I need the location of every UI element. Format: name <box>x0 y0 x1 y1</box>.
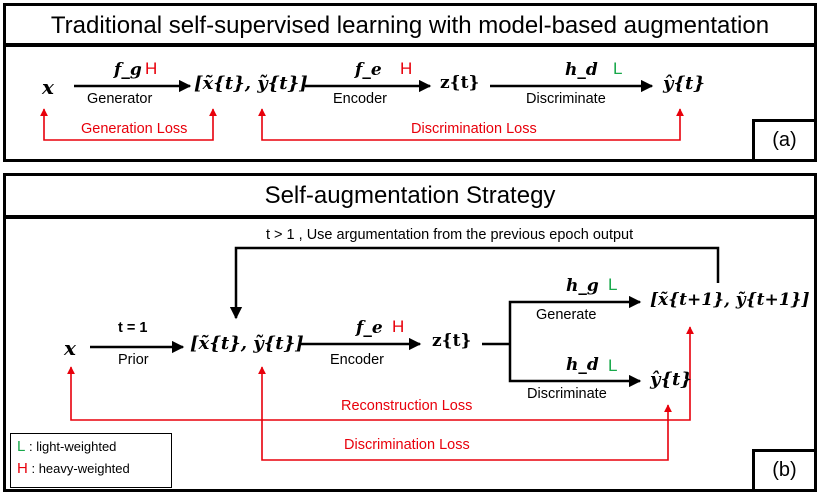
panel-b-tag: (b) <box>752 449 814 489</box>
panel-b-title: Self-augmentation Strategy <box>264 182 556 209</box>
panel-a-title-box: Traditional self-supervised learning wit… <box>3 3 817 46</box>
discrimination-loss-line-a <box>258 108 684 141</box>
discriminate-fn-b: h_d <box>566 355 599 375</box>
panel-a-body: (a) <box>3 44 817 162</box>
prior-label: Prior <box>118 352 149 368</box>
legend-light-key: L <box>17 438 26 455</box>
feedback-loop-line <box>229 246 720 320</box>
legend-heavy-text: : heavy-weighted <box>31 461 130 476</box>
legend-light-row: L : light-weighted <box>17 438 171 455</box>
legend-heavy-row: H : heavy-weighted <box>17 460 171 477</box>
feedback-label: t > 1 , Use argumentation from the previ… <box>266 227 634 243</box>
reconstruction-loss-label: Reconstruction Loss <box>341 398 473 414</box>
generator-weight: H <box>145 59 158 78</box>
generate-fn: h_g <box>566 276 599 296</box>
discriminate-weight-b: L <box>608 356 618 375</box>
discriminate-label-a: Discriminate <box>526 91 606 107</box>
generate-weight: L <box>608 275 618 294</box>
discrimination-loss-label-b: Discrimination Loss <box>344 437 470 453</box>
generator-label: Generator <box>87 91 153 107</box>
discriminate-label-b: Discriminate <box>527 386 607 402</box>
embedding-z-b: z{t} <box>432 331 472 351</box>
next-augmented-pair: [x̃{t+1}, ỹ{t+1}] <box>650 290 810 310</box>
augmented-pair-a: [x̃{t}, ỹ{t}] <box>194 73 308 94</box>
legend-light-text: : light-weighted <box>28 439 117 454</box>
panel-a-title: Traditional self-supervised learning wit… <box>50 12 770 39</box>
encoder-label-a: Encoder <box>333 91 388 107</box>
encoder-label-b: Encoder <box>330 352 385 368</box>
panel-b-title-box: Self-augmentation Strategy <box>3 173 817 218</box>
encoder-weight-a: H <box>400 59 413 78</box>
generator-fn: f_g <box>114 60 142 80</box>
input-x-a: x <box>42 75 54 99</box>
encoder-fn-a: f_e <box>355 60 382 80</box>
output-y-b: ŷ{t} <box>650 369 692 390</box>
prior-fn: t = 1 <box>118 320 148 336</box>
embedding-z-a: z{t} <box>440 73 480 93</box>
generation-loss-line <box>40 108 217 141</box>
legend-heavy-key: H <box>17 460 28 477</box>
generate-label: Generate <box>536 307 597 323</box>
discrimination-loss-line-b <box>258 366 672 461</box>
reconstruction-loss-line <box>67 326 694 421</box>
augmented-pair-b: [x̃{t}, ỹ{t}] <box>190 333 304 354</box>
generation-loss-label: Generation Loss <box>81 121 188 137</box>
encoder-weight-b: H <box>392 317 405 336</box>
discrimination-loss-label-a: Discrimination Loss <box>411 121 537 137</box>
output-y-a: ŷ{t} <box>663 73 705 94</box>
discriminate-fn-a: h_d <box>565 60 598 80</box>
weight-legend: L : light-weighted H : heavy-weighted <box>10 433 172 488</box>
panel-a-tag: (a) <box>752 119 814 159</box>
input-x-b: x <box>64 336 76 360</box>
encoder-fn-b: f_e <box>356 318 383 338</box>
discriminate-weight-a: L <box>613 59 623 78</box>
